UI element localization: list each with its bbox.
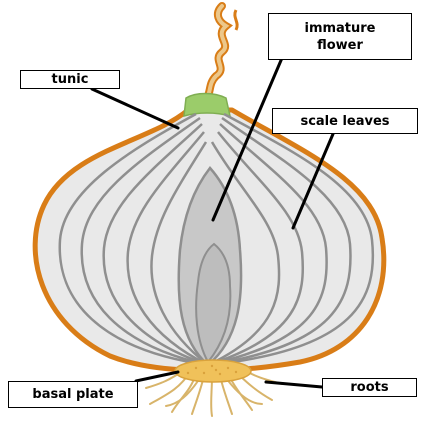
- neck-green-patch: [183, 92, 232, 118]
- leader-scale-leaves: [291, 132, 335, 230]
- basal-plate-texture: [186, 364, 238, 376]
- basal-plate: [174, 359, 252, 383]
- label-immature-flower-line-1: immature: [304, 20, 376, 36]
- label-roots: roots: [322, 378, 417, 397]
- label-scale-leaves: scale leaves: [272, 108, 418, 134]
- immature-flower-inner: [195, 242, 232, 364]
- label-tunic: tunic: [20, 70, 120, 89]
- leader-basal-plate: [134, 370, 180, 383]
- label-immature-flower-line-2: flower: [317, 37, 363, 53]
- leader-lines: [90, 56, 335, 389]
- label-basal-plate: basal plate: [8, 381, 138, 408]
- dried-stalk: [196, 2, 239, 108]
- scale-leaf-lines: [58, 112, 375, 367]
- leader-immature-flower: [211, 56, 284, 222]
- label-immature-flower: immature flower: [268, 13, 412, 60]
- leader-tunic: [90, 87, 180, 130]
- leader-roots: [264, 380, 324, 389]
